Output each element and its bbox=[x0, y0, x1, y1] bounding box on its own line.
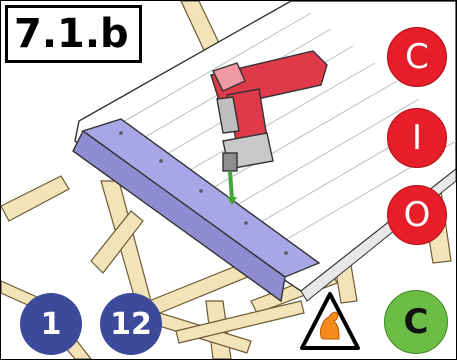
tool-badge-i: I bbox=[387, 108, 447, 168]
flexed-arm-icon bbox=[299, 291, 361, 351]
step-label: 7.1.b bbox=[5, 5, 142, 63]
tool-badge-c: C bbox=[387, 27, 447, 87]
complexity-badge-c: C bbox=[384, 290, 448, 354]
count-badge-12: 12 bbox=[100, 293, 162, 355]
tool-badge-o: O bbox=[387, 185, 447, 245]
count-badge-1: 1 bbox=[20, 293, 82, 355]
